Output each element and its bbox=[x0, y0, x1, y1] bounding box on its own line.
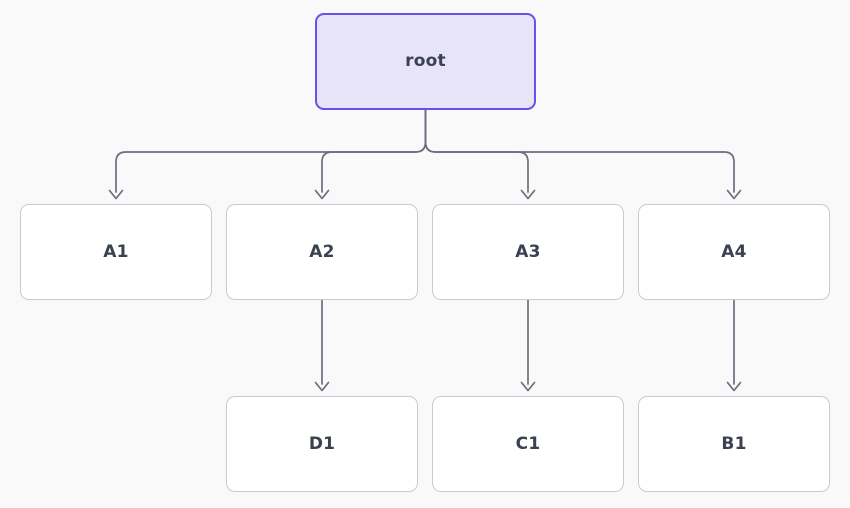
edge-root-A4 bbox=[424, 109, 735, 193]
arrowhead-root-A4 bbox=[726, 189, 742, 200]
arrowhead-A4-B1 bbox=[726, 381, 742, 392]
node-a4[interactable]: A4 bbox=[638, 204, 830, 300]
node-label: root bbox=[405, 51, 446, 71]
node-root[interactable]: root bbox=[315, 13, 536, 110]
node-a3[interactable]: A3 bbox=[432, 204, 624, 300]
node-label: A1 bbox=[103, 241, 129, 262]
node-label: D1 bbox=[308, 433, 336, 454]
node-b1[interactable]: B1 bbox=[638, 396, 830, 492]
arrowhead-A3-C1 bbox=[520, 381, 536, 392]
node-a2[interactable]: A2 bbox=[226, 204, 418, 300]
node-label: B1 bbox=[721, 433, 747, 454]
arrowhead-root-A2 bbox=[314, 189, 330, 200]
edge-root-A1 bbox=[115, 109, 427, 193]
node-label: A2 bbox=[309, 241, 335, 262]
node-c1[interactable]: C1 bbox=[432, 396, 624, 492]
node-label: C1 bbox=[515, 433, 541, 454]
arrowhead-root-A3 bbox=[520, 189, 536, 200]
arrowhead-A2-D1 bbox=[314, 381, 330, 392]
node-a1[interactable]: A1 bbox=[20, 204, 212, 300]
node-label: A3 bbox=[515, 241, 541, 262]
node-label: A4 bbox=[721, 241, 747, 262]
arrowhead-root-A1 bbox=[108, 189, 124, 200]
edge-root-A2 bbox=[321, 109, 427, 193]
edge-root-A3 bbox=[424, 109, 529, 193]
node-d1[interactable]: D1 bbox=[226, 396, 418, 492]
